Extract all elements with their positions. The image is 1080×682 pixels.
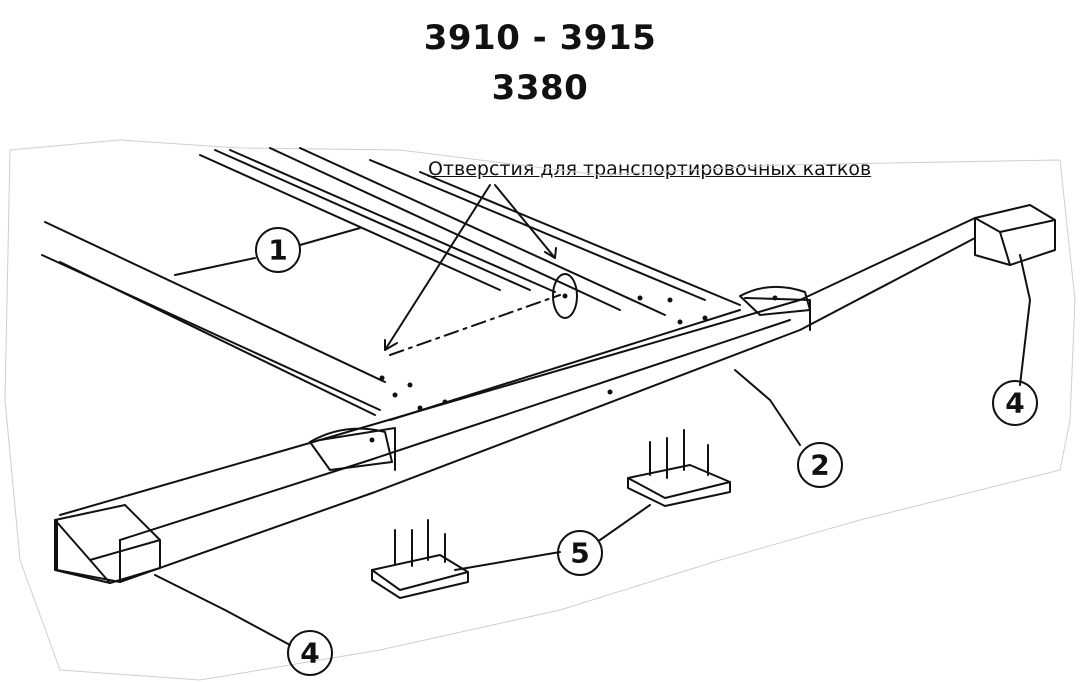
transport-roller-holes-label: Отверстия для транспортировочных катков — [428, 158, 872, 180]
callout-4-right-leader — [1019, 254, 1031, 386]
callout-4-left-label: 4 — [300, 637, 319, 670]
callout-4-left-leader — [154, 574, 291, 646]
paper-outline — [4, 139, 1076, 681]
callout-5-leader — [454, 504, 651, 571]
end-cap-right — [974, 204, 1056, 266]
end-cap-left — [54, 504, 161, 584]
callout-5-circle — [557, 530, 603, 576]
callout-4-right-label: 4 — [1005, 387, 1024, 420]
callout-4-left-circle — [287, 630, 333, 676]
beam-holes — [369, 293, 778, 443]
annotation-arrows — [384, 184, 578, 356]
callout-1-circle — [255, 227, 301, 273]
callout-4-right-circle — [992, 380, 1038, 426]
model-numbers-line-1: 3910 - 3915 — [423, 18, 657, 58]
model-numbers-line-2: 3380 — [491, 68, 589, 108]
callout-2-label: 2 — [810, 449, 829, 482]
callout-1-leader — [174, 227, 361, 276]
bolt-plate-rear — [627, 429, 731, 507]
longitudinal-rails — [41, 147, 741, 416]
callout-1-label: 1 — [268, 234, 287, 267]
beam-plate-right — [739, 285, 811, 316]
cross-beam — [56, 217, 976, 583]
callout-2-circle — [797, 442, 843, 488]
callout-2-leader — [734, 369, 801, 446]
bolt-plate-front — [371, 519, 469, 599]
callout-5-label: 5 — [570, 537, 589, 570]
beam-plate-left — [309, 427, 393, 471]
